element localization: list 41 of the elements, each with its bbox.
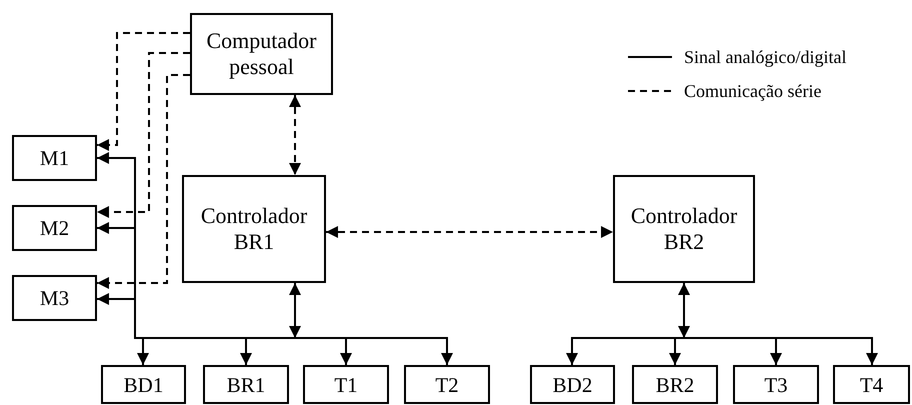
dashed-arrow — [289, 95, 301, 175]
dashed-arrow — [326, 226, 613, 238]
arrow — [684, 337, 878, 365]
arrow — [669, 337, 684, 365]
block-box — [12, 205, 97, 251]
block-box — [203, 365, 289, 404]
arrow — [289, 283, 301, 338]
block-label: Computador pessoal — [206, 28, 318, 80]
block-box — [530, 365, 615, 404]
arrow — [678, 283, 690, 338]
block-label: T1 — [334, 372, 358, 396]
block-label: M3 — [40, 286, 70, 310]
legend-label: Sinal analógico/digital — [684, 46, 846, 68]
block-box — [190, 13, 333, 95]
block-box — [733, 365, 819, 404]
block-box — [404, 365, 490, 404]
block-box — [613, 175, 755, 283]
block-label: BD2 — [552, 372, 592, 396]
block-label: T3 — [764, 372, 788, 396]
block-box — [182, 175, 326, 283]
block-label: T4 — [860, 372, 884, 396]
dashed-arrow — [97, 52, 190, 218]
dashed-arrow — [97, 32, 190, 151]
block-label: BD1 — [124, 372, 164, 396]
arrow — [240, 337, 295, 365]
arrow — [295, 337, 453, 365]
dashed-arrow — [97, 74, 190, 289]
block-label: Controlador BR1 — [200, 203, 308, 255]
legend-label: Comunicação série — [684, 80, 822, 102]
block-box — [632, 365, 718, 404]
block-box — [12, 275, 97, 321]
block-label: BR1 — [226, 372, 266, 396]
block-box — [101, 365, 186, 404]
block-label: M1 — [40, 146, 70, 170]
block-label: M2 — [40, 216, 70, 240]
block-box — [303, 365, 389, 404]
block-label: BR2 — [656, 372, 694, 396]
block-label: Controlador BR2 — [630, 203, 738, 255]
block-label: T2 — [435, 372, 459, 396]
block-box — [833, 365, 910, 404]
block-box — [12, 135, 97, 181]
